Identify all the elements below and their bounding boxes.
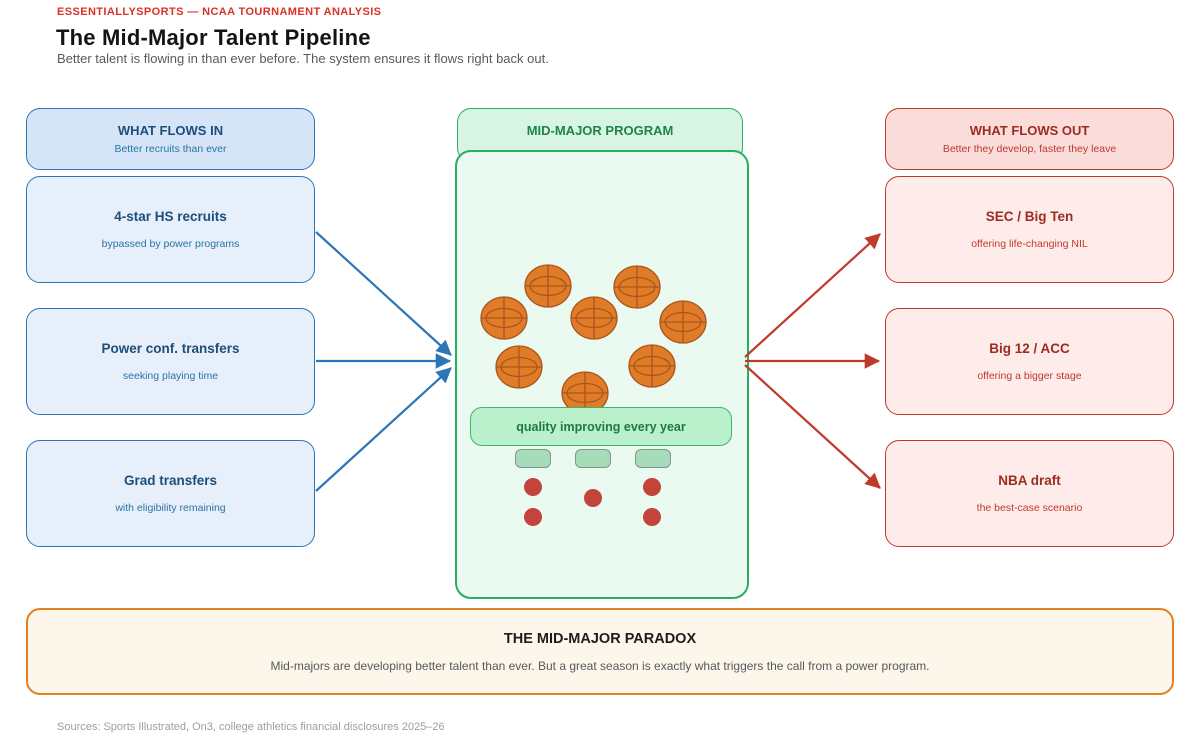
bench-pill bbox=[515, 449, 551, 468]
program-title: MID-MAJOR PROGRAM bbox=[526, 123, 674, 138]
quality-pill: quality improving every year bbox=[470, 407, 732, 446]
flows-out-card-big12-acc: Big 12 / ACC offering a bigger stage bbox=[885, 308, 1174, 415]
flow-out-arrow bbox=[744, 233, 881, 358]
flows-out-header-subtitle: Better they develop, faster they leave bbox=[942, 143, 1117, 155]
player-dot bbox=[643, 478, 661, 496]
page-subtitle: Better talent is flowing in than ever be… bbox=[57, 51, 549, 66]
card-title: Grad transfers bbox=[123, 473, 218, 488]
card-title: NBA draft bbox=[998, 473, 1061, 488]
player-dot bbox=[643, 508, 661, 526]
flows-out-header-card: WHAT FLOWS OUT Better they develop, fast… bbox=[885, 108, 1174, 170]
flows-in-header-card: WHAT FLOWS IN Better recruits than ever bbox=[26, 108, 315, 170]
paradox-title: THE MID-MAJOR PARADOX bbox=[503, 630, 697, 647]
player-dot bbox=[584, 489, 602, 507]
quality-pill-label: quality improving every year bbox=[516, 419, 686, 434]
card-title: SEC / Big Ten bbox=[985, 209, 1074, 224]
bench-pill bbox=[575, 449, 611, 468]
flow-in-arrow bbox=[315, 367, 452, 492]
flows-out-card-sec-bigten: SEC / Big Ten offering life-changing NIL bbox=[885, 176, 1174, 283]
bench-pill bbox=[635, 449, 671, 468]
card-subtitle: with eligibility remaining bbox=[115, 502, 226, 514]
card-title: Big 12 / ACC bbox=[989, 341, 1070, 356]
card-subtitle: the best-case scenario bbox=[976, 502, 1083, 514]
flows-out-card-nba: NBA draft the best-case scenario bbox=[885, 440, 1174, 547]
card-title: Power conf. transfers bbox=[101, 341, 240, 356]
flows-out-header-title: WHAT FLOWS OUT bbox=[969, 123, 1090, 138]
paradox-card: THE MID-MAJOR PARADOX Mid-majors are dev… bbox=[26, 608, 1174, 695]
flows-in-card-grad: Grad transfers with eligibility remainin… bbox=[26, 440, 315, 547]
card-title: 4-star HS recruits bbox=[114, 209, 227, 224]
program-body-card bbox=[455, 150, 749, 599]
player-dot bbox=[524, 478, 542, 496]
card-subtitle: seeking playing time bbox=[122, 370, 219, 382]
flows-in-card-4-star: 4-star HS recruits bypassed by power pro… bbox=[26, 176, 315, 283]
flow-in-arrow bbox=[315, 231, 452, 356]
card-subtitle: offering a bigger stage bbox=[977, 370, 1082, 382]
player-dot bbox=[524, 508, 542, 526]
eyebrow: ESSENTIALLYSPORTS — NCAA TOURNAMENT ANAL… bbox=[57, 6, 382, 18]
flows-in-header-subtitle: Better recruits than ever bbox=[114, 143, 227, 155]
card-subtitle: offering life-changing NIL bbox=[971, 238, 1088, 250]
paradox-text: Mid-majors are developing better talent … bbox=[270, 658, 930, 673]
flows-in-header-title: WHAT FLOWS IN bbox=[117, 123, 224, 138]
page-title: The Mid-Major Talent Pipeline bbox=[56, 25, 371, 50]
flow-out-arrow bbox=[744, 364, 881, 489]
sources-note: Sources: Sports Illustrated, On3, colleg… bbox=[57, 721, 445, 733]
card-subtitle: bypassed by power programs bbox=[101, 238, 240, 250]
flows-in-card-transfers: Power conf. transfers seeking playing ti… bbox=[26, 308, 315, 415]
